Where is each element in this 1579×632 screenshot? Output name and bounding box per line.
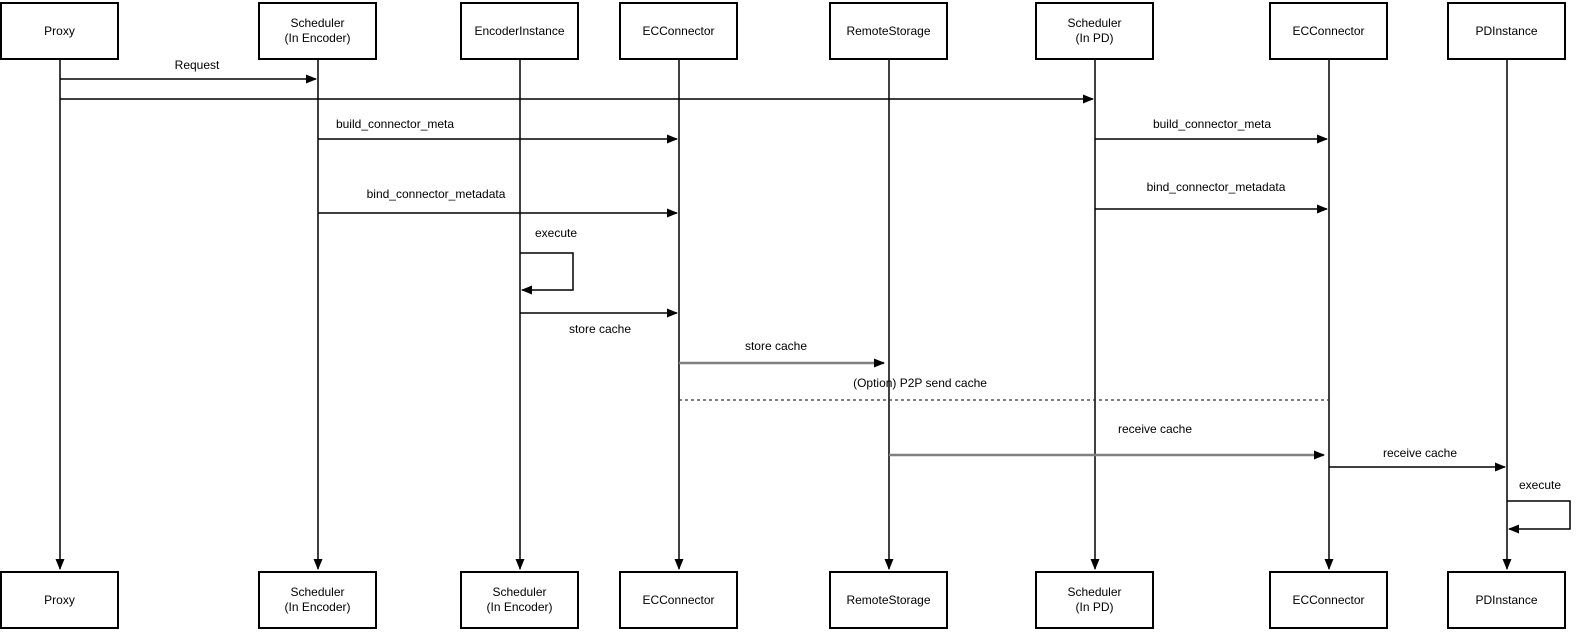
participant-top-scheduler-encoder: Scheduler (In Encoder): [258, 2, 377, 60]
message-label-p2p-send-cache: (Option) P2P send cache: [853, 376, 987, 390]
participant-label: ECConnector: [642, 23, 715, 38]
arrow-execute-self-pd: [1507, 500, 1571, 534]
participant-label: ECConnector: [1292, 592, 1365, 607]
participant-label: RemoteStorage: [846, 592, 931, 607]
message-label-receive-cache-right: receive cache: [1382, 446, 1458, 460]
participant-label: Proxy: [44, 23, 75, 38]
participant-label: PDInstance: [1475, 23, 1538, 38]
participant-bottom-ecconnector-2: ECConnector: [1269, 571, 1388, 629]
participant-top-ecconnector-2: ECConnector: [1269, 2, 1388, 60]
participant-label: ECConnector: [642, 592, 715, 607]
participant-bottom-proxy: Proxy: [0, 571, 119, 629]
message-arrows: [60, 74, 1571, 534]
participant-label: Proxy: [44, 592, 75, 607]
participant-label: Scheduler (In PD): [1067, 585, 1122, 614]
participant-top-pdinstance: PDInstance: [1447, 2, 1566, 60]
participant-label: RemoteStorage: [846, 23, 931, 38]
message-label-bind-connector-metadata-left: bind_connector_metadata: [366, 187, 506, 201]
participant-top-scheduler-pd: Scheduler (In PD): [1035, 2, 1154, 60]
message-label-build-connector-meta-left: build_connector_meta: [335, 117, 455, 131]
participant-label: ECConnector: [1292, 23, 1365, 38]
message-label-store-cache-right: store cache: [744, 339, 808, 353]
message-label-execute-left: execute: [534, 226, 578, 240]
participant-bottom-scheduler-encoder: Scheduler (In Encoder): [258, 571, 377, 629]
participant-label: Scheduler (In PD): [1067, 16, 1122, 45]
participant-bottom-ecconnector-1: ECConnector: [619, 571, 738, 629]
participant-bottom-scheduler-pd: Scheduler (In PD): [1035, 571, 1154, 629]
message-label-execute-right: execute: [1518, 478, 1562, 492]
lifelines: [55, 60, 1512, 570]
participant-bottom-scheduler-encoder-2: Scheduler (In Encoder): [460, 571, 579, 629]
arrow-execute-self-encoder: [520, 252, 574, 295]
participant-top-proxy: Proxy: [0, 2, 119, 60]
message-label-bind-connector-metadata-right: bind_connector_metadata: [1146, 180, 1286, 194]
participant-label: Scheduler (In Encoder): [284, 585, 351, 614]
participant-label: EncoderInstance: [474, 23, 565, 38]
participant-label: PDInstance: [1475, 592, 1538, 607]
message-label-request: Request: [174, 58, 220, 72]
participant-label: Scheduler (In Encoder): [486, 585, 553, 614]
participant-label: Scheduler (In Encoder): [284, 16, 351, 45]
participant-bottom-pdinstance: PDInstance: [1447, 571, 1566, 629]
message-label-build-connector-meta-right: build_connector_meta: [1152, 117, 1272, 131]
participant-bottom-remotestorage: RemoteStorage: [829, 571, 948, 629]
participant-top-ecconnector-1: ECConnector: [619, 2, 738, 60]
participant-top-remotestorage: RemoteStorage: [829, 2, 948, 60]
participant-top-encoder-instance: EncoderInstance: [460, 2, 579, 60]
message-label-receive-cache-left: receive cache: [1117, 422, 1193, 436]
message-label-store-cache-left: store cache: [568, 322, 632, 336]
